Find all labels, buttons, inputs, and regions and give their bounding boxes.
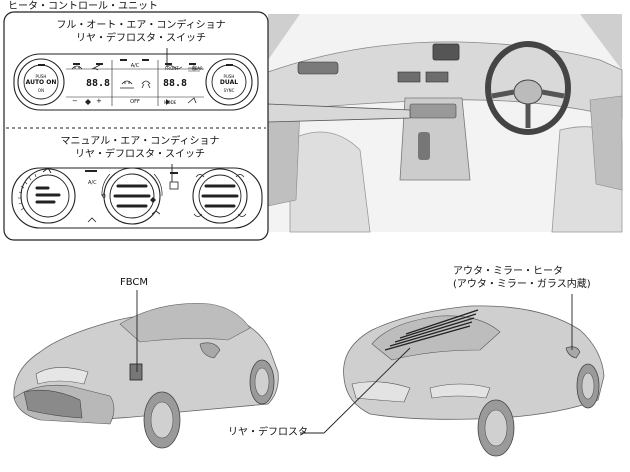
mode-button[interactable]: MODE: [164, 100, 176, 105]
mirror-heater-label-line2: (アウタ・ミラー・ガラス内蔵): [453, 279, 591, 291]
right-knob-sync-text: SYNC: [217, 88, 241, 93]
left-knob-auto-text: AUTO ON: [25, 79, 57, 86]
temp-left-display: 88.8: [86, 78, 110, 90]
fan-plus-button[interactable]: +: [96, 97, 102, 105]
mirror-heater-label-line1: アウタ・ミラー・ヒータ: [453, 266, 563, 278]
front-defrost-text: FRONT: [165, 66, 179, 71]
fbcm-module-shape: [130, 364, 142, 380]
rear-defrost-button[interactable]: REAR: [192, 66, 203, 71]
full-auto-label-line1: フル・オート・エア・コンディショナ: [26, 20, 256, 32]
rear-defroster-label: リヤ・デフロスタ: [228, 427, 308, 439]
full-auto-label-line2: リヤ・デフロスタ・スイッチ: [26, 33, 256, 45]
left-knob-on-text: ON: [29, 88, 53, 93]
manual-ac-button[interactable]: A/C: [88, 180, 97, 186]
manual-label-line1: マニュアル・エア・コンディショナ: [20, 136, 260, 148]
dashboard-interior-illustration: [268, 14, 622, 232]
fbcm-label: FBCM: [120, 277, 148, 289]
ac-button[interactable]: A/C: [124, 63, 146, 69]
manual-panel: [12, 168, 262, 228]
manual-fan-zero-text: 0: [102, 193, 106, 200]
temp-right-display: 88.8: [163, 78, 187, 90]
dual-button[interactable]: DUAL: [213, 79, 245, 86]
manual-label-line2: リヤ・デフロスタ・スイッチ: [20, 149, 260, 161]
off-button[interactable]: OFF: [124, 99, 146, 105]
fan-minus-button[interactable]: −: [72, 97, 78, 105]
car-rear-illustration: [344, 306, 604, 456]
